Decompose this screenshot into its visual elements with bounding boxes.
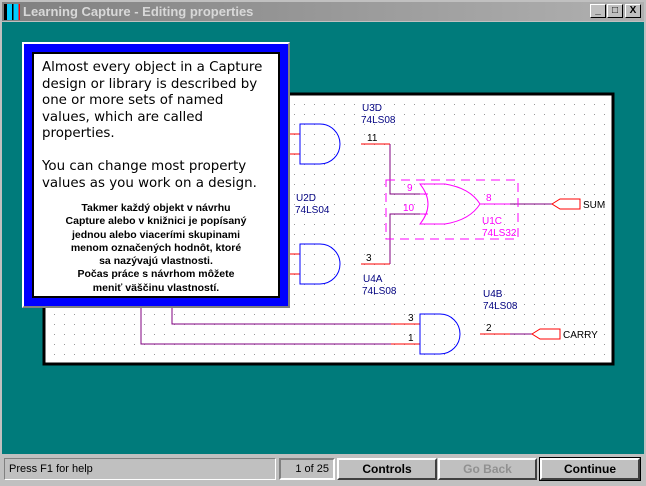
part-ref: U1C (482, 216, 502, 227)
close-button[interactable]: X (625, 4, 641, 18)
page-counter: 1 of 25 (279, 458, 335, 480)
title-bar: Learning Capture - Editing properties _ … (2, 2, 644, 21)
maximize-button[interactable]: □ (607, 4, 623, 18)
dialog-text-slovak: Takmer každý objekt v návrhu Capture ale… (65, 202, 247, 294)
pin-number: 11 (367, 133, 378, 144)
pin-number: 2 (486, 323, 492, 334)
info-dialog: Almost every object in a Capture design … (22, 42, 290, 308)
pin-number: 9 (407, 183, 413, 194)
part-ref: U4A (363, 274, 383, 285)
app-icon[interactable] (4, 3, 20, 20)
minimize-button[interactable]: _ (590, 4, 606, 18)
port-carry[interactable] (531, 328, 561, 340)
port-label-sum: SUM (583, 200, 605, 211)
part-type: 74LS04 (295, 205, 330, 216)
part-ref: U4B (483, 289, 503, 300)
part-type: 74LS32 (482, 228, 517, 239)
or-gate-u1c[interactable] (385, 179, 519, 240)
port-sum[interactable] (551, 198, 581, 210)
window-title: Learning Capture - Editing properties (23, 4, 254, 19)
go-back-button[interactable]: Go Back (438, 458, 537, 480)
pin-number: 1 (408, 333, 414, 344)
status-bar: Press F1 for help 1 of 25 Controls Go Ba… (0, 454, 646, 486)
controls-button[interactable]: Controls (337, 458, 437, 480)
and-gate-u4a[interactable] (299, 243, 341, 285)
pin-number: 3 (408, 313, 414, 324)
pin-number: 8 (486, 193, 492, 204)
part-ref: U2D (296, 193, 316, 204)
part-type: 74LS08 (483, 301, 518, 312)
continue-button[interactable]: Continue (539, 457, 641, 481)
part-ref: U3D (362, 103, 382, 114)
pin-number: 3 (366, 253, 372, 264)
help-text: Press F1 for help (4, 458, 276, 480)
and-gate-u4b[interactable] (419, 313, 461, 355)
pin-number: 10 (403, 203, 415, 214)
part-type: 74LS08 (362, 286, 397, 297)
dialog-text-english: Almost every object in a Capture design … (42, 60, 263, 191)
and-gate-u3d[interactable] (299, 123, 341, 165)
part-type: 74LS08 (361, 115, 396, 126)
port-label-carry: CARRY (563, 330, 598, 341)
